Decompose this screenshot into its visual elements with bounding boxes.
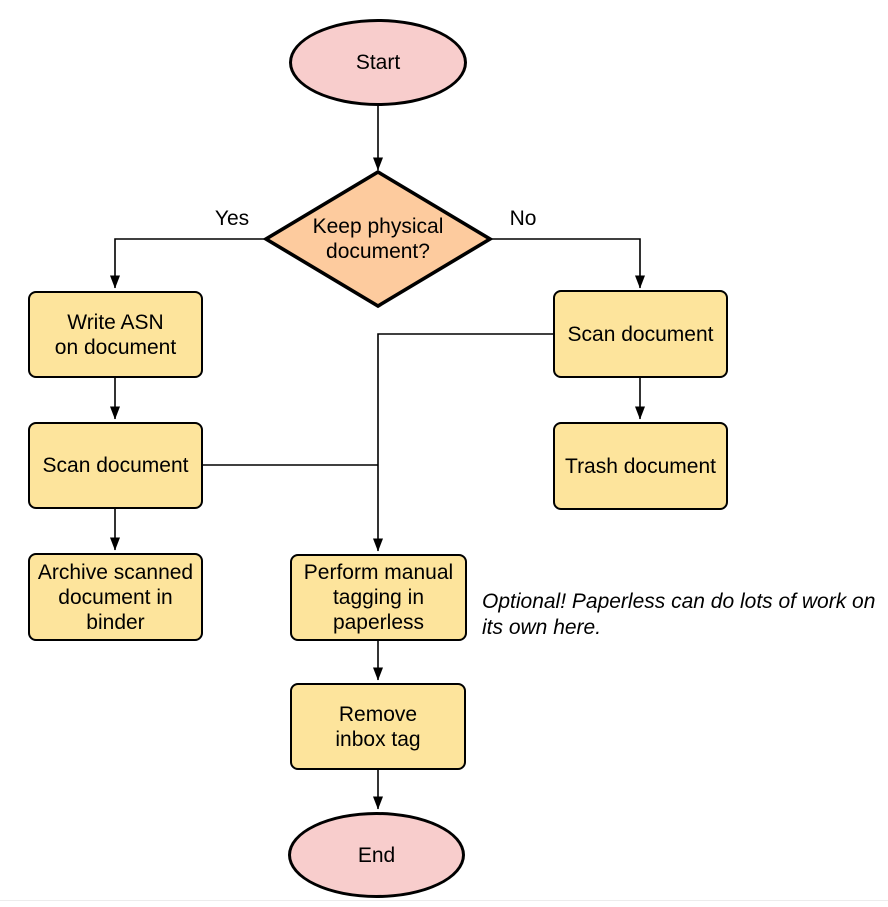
annotation-optional-note: Optional! Paperless can do lots of work … xyxy=(482,590,876,639)
node-trash-document-label: Trash document xyxy=(565,454,716,478)
edge-label-no: No xyxy=(509,207,537,230)
edge-decision-yes-to-write-asn xyxy=(110,238,266,289)
node-start-label: Start xyxy=(355,51,401,74)
page-bottom-edge xyxy=(0,900,888,901)
edge-decision-no-to-scan-right xyxy=(490,238,645,289)
node-write-asn-label: Write ASN on document xyxy=(54,310,177,359)
node-remove-inbox-tag: Remove inbox tag xyxy=(290,683,466,770)
node-scan-document-left-label: Scan document xyxy=(42,454,189,477)
decision-diamond-shape xyxy=(262,169,494,309)
node-decision-label: Keep physical document? xyxy=(312,215,444,263)
node-archive-document-label: Archive scanned document in binder xyxy=(37,560,194,634)
edge-label-yes: Yes xyxy=(214,207,250,230)
node-remove-inbox-tag-label: Remove inbox tag xyxy=(335,702,421,751)
node-start: Start xyxy=(289,19,467,106)
node-scan-document-left: Scan document xyxy=(28,422,203,509)
node-perform-tagging-label: Perform manual tagging in paperless xyxy=(303,561,454,634)
node-trash-document: Trash document xyxy=(553,422,728,510)
node-archive-document: Archive scanned document in binder xyxy=(28,553,203,641)
node-end: End xyxy=(288,812,465,898)
node-scan-document-right: Scan document xyxy=(553,290,728,378)
node-perform-tagging: Perform manual tagging in paperless xyxy=(290,554,467,641)
node-write-asn: Write ASN on document xyxy=(28,291,203,378)
node-decision: Keep physical document? xyxy=(266,213,490,265)
node-scan-document-right-label: Scan document xyxy=(567,322,714,346)
edge-scan-right-to-perform-tagging xyxy=(373,333,553,552)
node-end-label: End xyxy=(357,843,396,867)
